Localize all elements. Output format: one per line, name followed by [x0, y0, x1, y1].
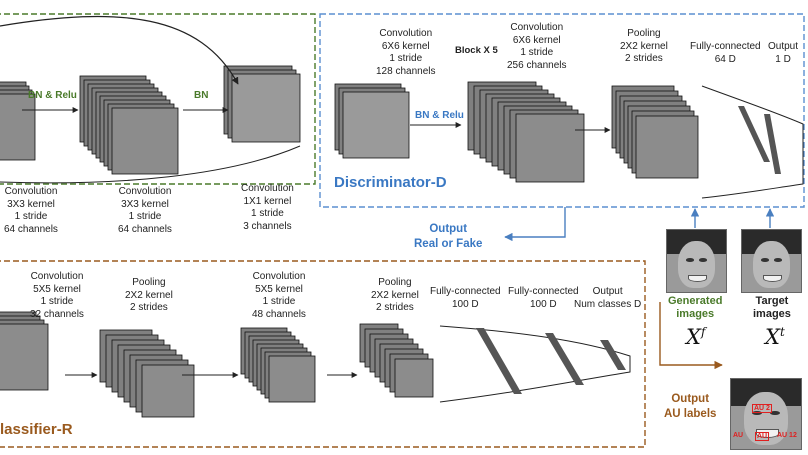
feature-map-slice	[268, 355, 316, 403]
discriminator-stack-1	[334, 83, 410, 159]
classifier-fc-bar-2	[545, 333, 584, 385]
generator-stack-2	[79, 75, 179, 175]
discriminator-fc-outline	[701, 85, 804, 199]
generator-bn-label: BN	[194, 90, 209, 101]
discriminator-output-arrow	[504, 207, 566, 242]
generator-skip-line-bottom	[0, 145, 301, 184]
classifier-fc-bar-3	[600, 340, 626, 370]
au-tag-3: AU	[755, 432, 770, 441]
classifier-box	[0, 260, 646, 448]
classifier-stack-3	[240, 327, 316, 403]
feature-map-slice	[141, 364, 195, 418]
feature-map-slice	[0, 93, 36, 161]
discriminator-box	[319, 13, 805, 208]
feature-map-slice	[515, 113, 585, 183]
discriminator-bn-relu-label: BN & Relu	[415, 110, 464, 121]
discriminator-stack-2	[467, 81, 585, 183]
discriminator-stack-3	[611, 85, 699, 179]
feature-map-slice	[394, 358, 434, 398]
feature-map-slice	[0, 323, 49, 391]
au-tag-2: AU	[733, 432, 744, 439]
classifier-fc-outline	[439, 325, 631, 403]
au-tag-1: AU 2	[752, 404, 772, 413]
au-face-image: AU 2 AU AU AU 12	[730, 378, 802, 450]
classifier-stack-2	[99, 329, 195, 418]
discriminator-fc-bar-2	[764, 114, 781, 174]
classifier-stack-4	[359, 323, 434, 398]
classifier-stack-1	[0, 311, 49, 391]
classifier-output-arrow	[659, 302, 723, 370]
generator-box	[0, 13, 316, 185]
generator-bn-relu-label: BN & Relu	[28, 90, 77, 101]
feature-map-slice	[231, 73, 301, 143]
feature-map-slice	[111, 107, 179, 175]
discriminator-fc-bar-1	[738, 106, 770, 162]
generator-skip-arrow-top	[0, 15, 239, 85]
generator-stack-3	[223, 65, 301, 143]
generator-stack-1	[0, 81, 36, 161]
feature-map-slice	[342, 91, 410, 159]
feature-map-slice	[635, 115, 699, 179]
classifier-fc-bar-1	[476, 328, 522, 394]
classifier-title: lassifier-R	[0, 421, 73, 438]
generated-symbol: Xf	[686, 325, 706, 349]
discriminator-block-label: Block X 5	[455, 45, 498, 56]
generated-face-image	[666, 229, 727, 293]
target-symbol: Xt	[765, 325, 785, 349]
discriminator-title: Discriminator-D	[334, 174, 447, 191]
au-tag-4: AU 12	[777, 432, 797, 439]
target-face-image	[741, 229, 802, 293]
